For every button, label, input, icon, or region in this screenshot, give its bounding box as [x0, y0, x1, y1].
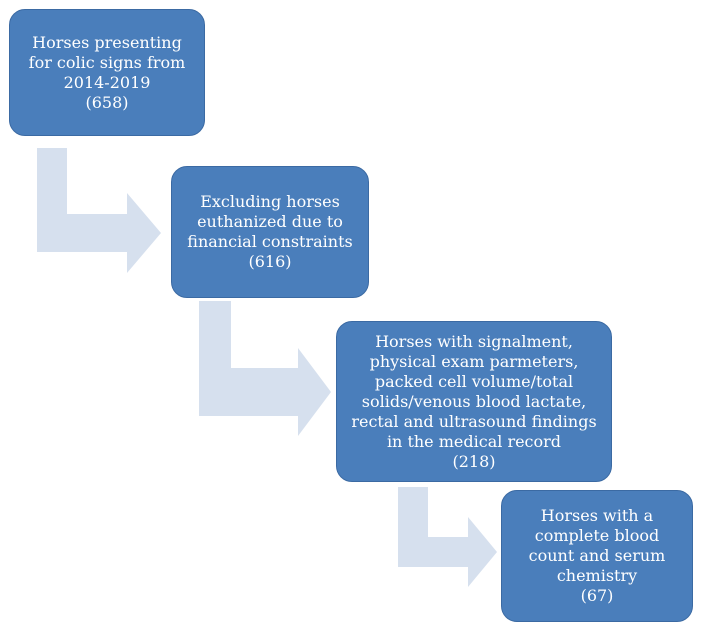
- step-count: (67): [580, 586, 614, 605]
- step-count: (218): [452, 451, 496, 471]
- step-label: Horses presenting for colic signs from 2…: [28, 32, 186, 92]
- bent-arrow-3: [398, 487, 497, 587]
- step-box-medical-record: Horses with signalment, physical exam pa…: [336, 321, 612, 482]
- bent-arrow-1: [37, 148, 161, 273]
- step-label: Horses with signalment, physical exam pa…: [351, 331, 597, 451]
- bent-arrow-2: [199, 301, 331, 436]
- step-box-exclusion: Excluding horses euthanized due to finan…: [171, 166, 369, 298]
- step-box-cbc-chemistry: Horses with a complete blood count and s…: [501, 490, 693, 622]
- step-label: Excluding horses euthanized due to finan…: [187, 192, 353, 251]
- step-box-initial-population: Horses presenting for colic signs from 2…: [9, 9, 205, 136]
- step-label: Horses with a complete blood count and s…: [528, 506, 666, 585]
- step-count: (658): [85, 92, 129, 112]
- step-count: (616): [248, 252, 292, 271]
